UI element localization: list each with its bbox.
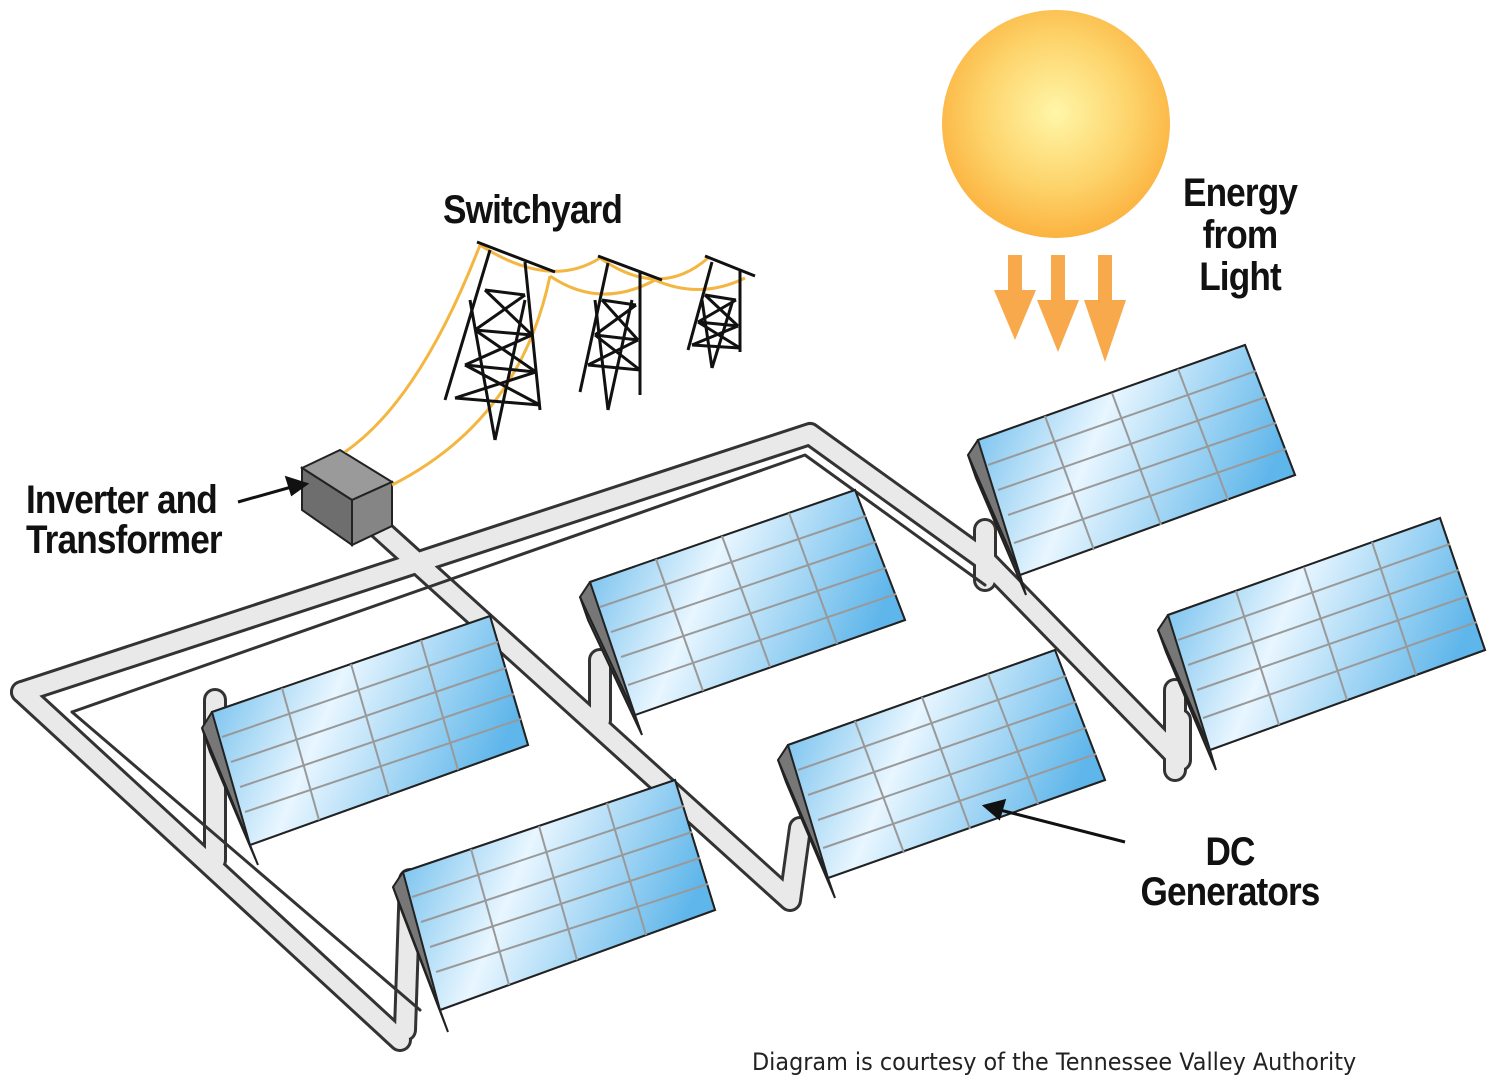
light-arrow-3 [1084, 255, 1126, 362]
arrow-to-inverter [284, 475, 310, 497]
inverter-label-line1: Inverter and [26, 478, 218, 522]
inverter-transformer-label: Inverter and Transformer [26, 478, 223, 562]
light-arrows [994, 255, 1126, 362]
dc-label-line1: DC [1205, 830, 1255, 874]
dc-label-line2: Generators [1140, 870, 1320, 914]
light-arrow-2 [1037, 255, 1079, 352]
inverter-box-icon [299, 448, 395, 547]
solar-panel-5 [966, 343, 1297, 596]
credit-text: Diagram is courtesy of the Tennessee Val… [752, 1048, 1357, 1076]
energy-from-light-label: Energy from Light [1178, 172, 1301, 298]
inverter-label-line2: Transformer [26, 518, 223, 562]
solar-panel-2 [391, 778, 717, 1033]
pointer-arrows [237, 475, 1126, 844]
transmission-tower-icon [443, 240, 756, 441]
power-lines [344, 243, 746, 487]
sun-icon [942, 10, 1170, 238]
solar-panel-1 [200, 614, 530, 866]
energy-label-line1: Energy [1182, 171, 1298, 215]
arrow-to-panel [981, 798, 1007, 821]
solar-panel-4 [776, 648, 1107, 899]
switchyard-label: Switchyard [443, 188, 623, 232]
energy-label-line2: from [1202, 213, 1279, 257]
solar-panel-3 [578, 488, 907, 736]
switchyard-label-text: Switchyard [443, 188, 623, 232]
dc-generators-label: DC Generators [1138, 832, 1323, 912]
solar-panel-6 [1156, 516, 1487, 771]
light-arrow-1 [994, 255, 1036, 340]
energy-label-line3: Light [1199, 255, 1281, 299]
